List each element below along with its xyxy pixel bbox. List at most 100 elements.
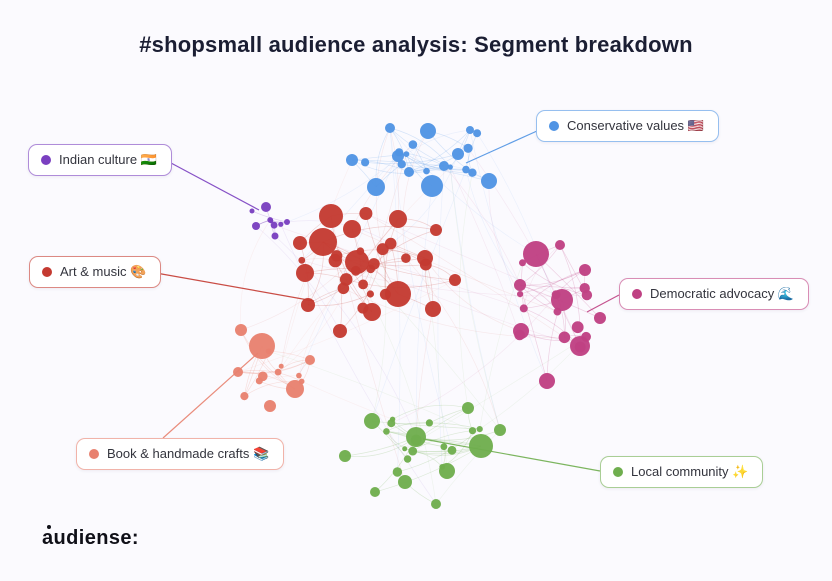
graph-node — [574, 341, 586, 353]
graph-edge — [240, 219, 271, 331]
graph-edge — [286, 220, 391, 244]
segment-color-dot — [41, 155, 51, 165]
graph-node — [551, 290, 561, 299]
graph-edge — [523, 269, 586, 309]
graph-node — [555, 240, 565, 250]
graph-node — [305, 355, 315, 365]
graph-edge — [274, 235, 417, 438]
graph-node — [274, 368, 282, 376]
graph-node — [463, 143, 473, 153]
graph-node — [392, 467, 403, 477]
graph-node — [420, 123, 436, 139]
graph-edge — [415, 308, 434, 438]
graph-edge — [424, 257, 522, 332]
graph-node — [425, 301, 441, 317]
segment-label: Book & handmade crafts 📚 — [107, 446, 270, 461]
graph-node — [249, 208, 255, 214]
graph-node — [425, 419, 433, 427]
graph-edge — [397, 428, 480, 473]
graph-node — [293, 236, 307, 250]
graph-node — [346, 154, 358, 166]
graph-edge — [437, 165, 445, 467]
graph-node — [357, 302, 369, 314]
graph-node — [361, 158, 370, 167]
graph-node — [350, 265, 361, 276]
callout-local-community: Local community ✨ — [600, 456, 764, 488]
graph-node — [339, 450, 351, 462]
graph-node — [468, 168, 477, 177]
graph-node — [408, 446, 418, 456]
graph-node — [410, 434, 422, 446]
graph-edge — [404, 336, 587, 450]
graph-node — [278, 363, 284, 369]
callout-democratic-advocacy: Democratic advocacy 🌊 — [619, 278, 810, 310]
audiense-logo: audiense: — [42, 525, 139, 550]
graph-edge — [351, 159, 427, 174]
graph-node — [439, 161, 449, 171]
graph-edge — [273, 224, 524, 309]
callout-connector-line — [586, 294, 620, 313]
graph-node — [558, 331, 571, 344]
graph-node — [523, 241, 549, 267]
graph-edge — [237, 370, 302, 382]
segment-color-dot — [632, 289, 642, 299]
graph-edge — [449, 166, 501, 431]
graph-edge — [280, 241, 324, 367]
graph-edge — [406, 129, 471, 155]
segment-label: Local community ✨ — [631, 464, 749, 479]
graph-node — [476, 426, 483, 433]
graph-node — [235, 324, 247, 336]
graph-edge — [391, 294, 557, 424]
graph-edge — [408, 129, 471, 173]
graph-node — [249, 333, 275, 359]
graph-edge — [386, 422, 430, 432]
callout-connector-line — [465, 130, 538, 164]
graph-node — [296, 372, 302, 379]
graph-node — [331, 250, 343, 262]
graph-node — [367, 178, 385, 196]
graph-edge — [401, 163, 490, 182]
graph-node — [366, 290, 374, 298]
graph-edge — [519, 269, 586, 286]
graph-node — [261, 202, 271, 212]
segment-label: Indian culture 🇮🇳 — [59, 152, 157, 167]
callout-indian-culture: Indian culture 🇮🇳 — [28, 144, 172, 176]
graph-edge — [429, 407, 469, 424]
graph-node — [264, 400, 276, 412]
graph-node — [356, 247, 365, 255]
graph-node — [345, 250, 369, 274]
segment-color-dot — [549, 121, 559, 131]
graph-edge — [469, 129, 548, 382]
graph-node — [358, 279, 368, 290]
graph-edge — [415, 185, 433, 441]
graph-edge — [322, 241, 456, 281]
graph-node — [514, 329, 525, 341]
graph-node — [440, 443, 448, 451]
graph-node — [462, 402, 474, 414]
graph-edge — [280, 224, 437, 505]
graph-edge — [458, 172, 473, 409]
graph-edge — [404, 444, 444, 450]
graph-edge — [405, 257, 501, 431]
graph-edge — [365, 153, 459, 165]
graph-edge — [402, 130, 429, 259]
graph-edge — [389, 127, 537, 255]
segment-color-dot — [613, 467, 623, 477]
graph-node — [404, 167, 414, 177]
graph-node — [473, 129, 482, 138]
graph-edge — [389, 127, 453, 451]
graph-node — [519, 304, 528, 313]
graph-node — [514, 279, 526, 291]
graph-node — [571, 321, 584, 334]
graph-edge — [435, 429, 501, 505]
graph-edge — [330, 215, 406, 483]
graph-edge — [389, 127, 400, 220]
graph-node — [339, 273, 353, 286]
graph-edge — [356, 261, 501, 431]
graph-node — [397, 160, 406, 169]
graph-node — [270, 221, 278, 229]
graph-node — [252, 222, 260, 230]
graph-node — [298, 256, 306, 264]
graph-node — [255, 377, 263, 385]
